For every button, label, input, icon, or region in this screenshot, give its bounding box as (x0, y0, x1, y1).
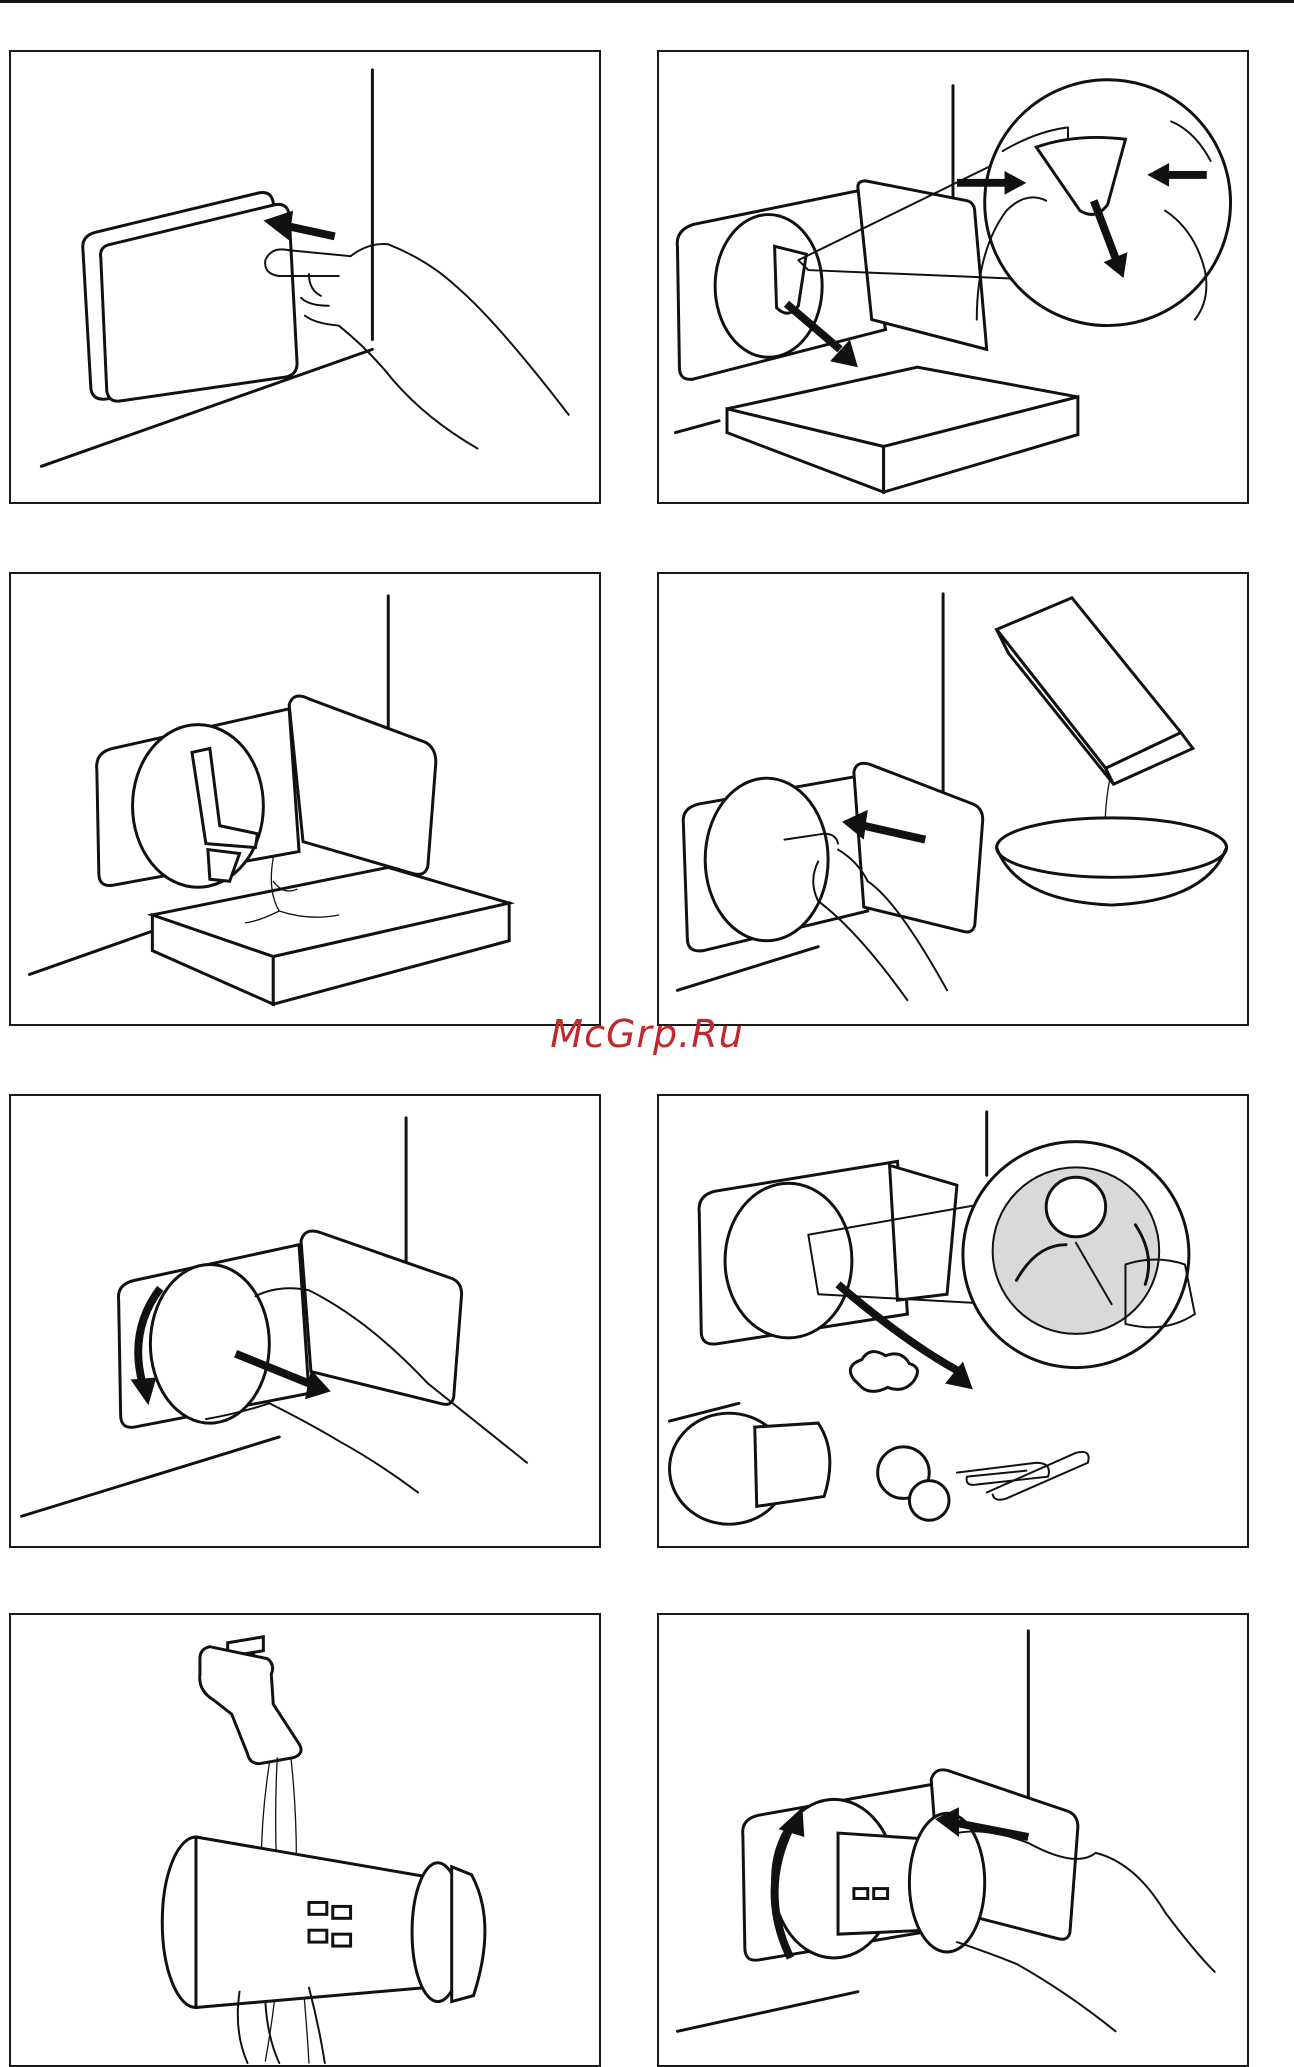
top-rule (0, 0, 1294, 3)
paperclip-icon (957, 1452, 1089, 1500)
drain-cap-icon (705, 778, 828, 941)
magnifier-detail-icon (963, 1142, 1195, 1368)
tap-icon (200, 1637, 301, 1764)
filter-cap (150, 1265, 269, 1424)
drain-cap-icon (133, 725, 264, 888)
filter-housing (725, 1183, 852, 1338)
floor-line (677, 947, 818, 991)
floor-line (22, 1437, 280, 1516)
hose-plug (208, 850, 240, 882)
lint-icon (850, 1352, 917, 1392)
filter-icon (162, 1837, 485, 2007)
figure-6-clean-housing (657, 1094, 1249, 1548)
flap-open (854, 763, 983, 932)
floor-line (677, 1992, 857, 2032)
filter-icon (670, 1413, 830, 1524)
flap-icon (83, 192, 297, 401)
floor-line (29, 925, 170, 975)
hand-icon (265, 244, 569, 448)
figure-1-open-flap (9, 50, 601, 504)
bowl-icon (997, 818, 1227, 905)
figure-4-empty-tray (657, 572, 1249, 1026)
magnifier-detail-icon (957, 80, 1231, 326)
coin-icon (878, 1447, 949, 1520)
figure-3-drain-water (9, 572, 601, 1026)
floor-line (675, 421, 719, 433)
watermark: McGrp.Ru (0, 1012, 1294, 1056)
figure-5-unscrew-filter (9, 1094, 601, 1548)
figure-8-refit-filter (657, 1613, 1249, 2067)
drain-cap-icon (715, 215, 822, 358)
flap-open (890, 1165, 957, 1300)
flap-open (289, 696, 436, 874)
tray-icon (727, 367, 1078, 492)
flap-open (301, 1231, 462, 1404)
figure-2-drain-hose (657, 50, 1249, 504)
tray-icon (997, 598, 1193, 784)
figure-7-rinse-filter (9, 1613, 601, 2067)
